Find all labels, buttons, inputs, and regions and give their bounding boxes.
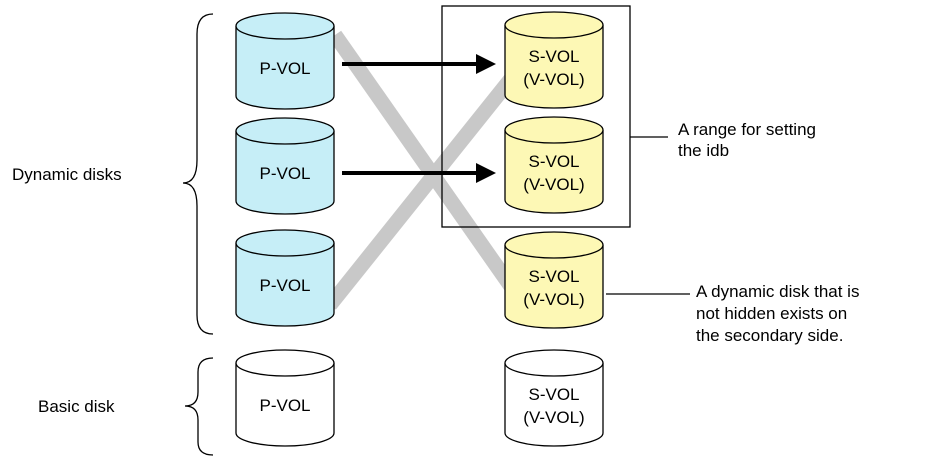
cylinder-body bbox=[235, 26, 335, 110]
basic-disk-brace bbox=[184, 357, 214, 456]
idb-range-box bbox=[441, 5, 631, 228]
hidden-note-line-1: A dynamic disk that is bbox=[696, 282, 860, 301]
cylinder-top bbox=[235, 117, 335, 145]
p-vol-disk: P-VOL bbox=[235, 349, 335, 447]
cylinder-top bbox=[504, 11, 604, 39]
p-vol-label: P-VOL bbox=[259, 276, 310, 295]
disks-layer: P-VOL P-VOL P-VOL P-VOL S-VOL (V-VOL) S-VOL (V-… bbox=[235, 11, 604, 447]
cylinder-body bbox=[235, 363, 335, 447]
arrows-layer bbox=[342, 54, 496, 183]
hidden-note-line-2: not hidden exists on bbox=[696, 304, 848, 323]
cylinder-top bbox=[504, 349, 604, 377]
cross-line bbox=[328, 30, 519, 293]
s-vol-label: S-VOL bbox=[528, 385, 579, 404]
p-vol-label: P-VOL bbox=[259, 59, 310, 78]
s-vol-disk: S-VOL (V-VOL) bbox=[504, 116, 604, 214]
s-vol-label: S-VOL bbox=[528, 267, 579, 286]
idb-range-callout-line-1: A range for setting bbox=[678, 120, 816, 139]
p-vol-label: P-VOL bbox=[259, 396, 310, 415]
cylinder-top bbox=[504, 231, 604, 259]
dynamic-disks-label: Dynamic disks bbox=[12, 165, 122, 184]
s-vol-sublabel: (V-VOL) bbox=[523, 70, 584, 89]
cylinder-body bbox=[504, 363, 604, 447]
cylinder-body bbox=[235, 131, 335, 215]
s-vol-label: S-VOL bbox=[528, 152, 579, 171]
s-vol-disk: S-VOL (V-VOL) bbox=[504, 231, 604, 329]
s-vol-label: S-VOL bbox=[528, 47, 579, 66]
dynamic-disks-brace bbox=[182, 13, 214, 335]
s-vol-disk: S-VOL (V-VOL) bbox=[504, 11, 604, 109]
cylinder-body bbox=[504, 130, 604, 214]
cross-line bbox=[324, 65, 524, 310]
idb-range-callout-line-2: the idb bbox=[678, 141, 730, 160]
s-vol-disk: S-VOL (V-VOL) bbox=[504, 349, 604, 447]
s-vol-sublabel: (V-VOL) bbox=[523, 175, 584, 194]
arrow-head bbox=[476, 163, 496, 183]
p-vol-disk: P-VOL bbox=[235, 229, 335, 327]
s-vol-sublabel: (V-VOL) bbox=[523, 408, 584, 427]
cylinder-body bbox=[235, 243, 335, 327]
s-vol-sublabel: (V-VOL) bbox=[523, 290, 584, 309]
cylinder-top bbox=[235, 349, 335, 377]
p-vol-disk: P-VOL bbox=[235, 12, 335, 110]
cylinder-body bbox=[504, 245, 604, 329]
cylinder-top bbox=[504, 116, 604, 144]
basic-disk-label: Basic disk bbox=[38, 397, 115, 416]
cylinder-body bbox=[504, 25, 604, 109]
cylinder-top bbox=[235, 229, 335, 257]
arrow-head bbox=[476, 54, 496, 74]
p-vol-label: P-VOL bbox=[259, 164, 310, 183]
p-vol-disk: P-VOL bbox=[235, 117, 335, 215]
hidden-note-line-3: the secondary side. bbox=[696, 326, 844, 345]
cylinder-top bbox=[235, 12, 335, 40]
